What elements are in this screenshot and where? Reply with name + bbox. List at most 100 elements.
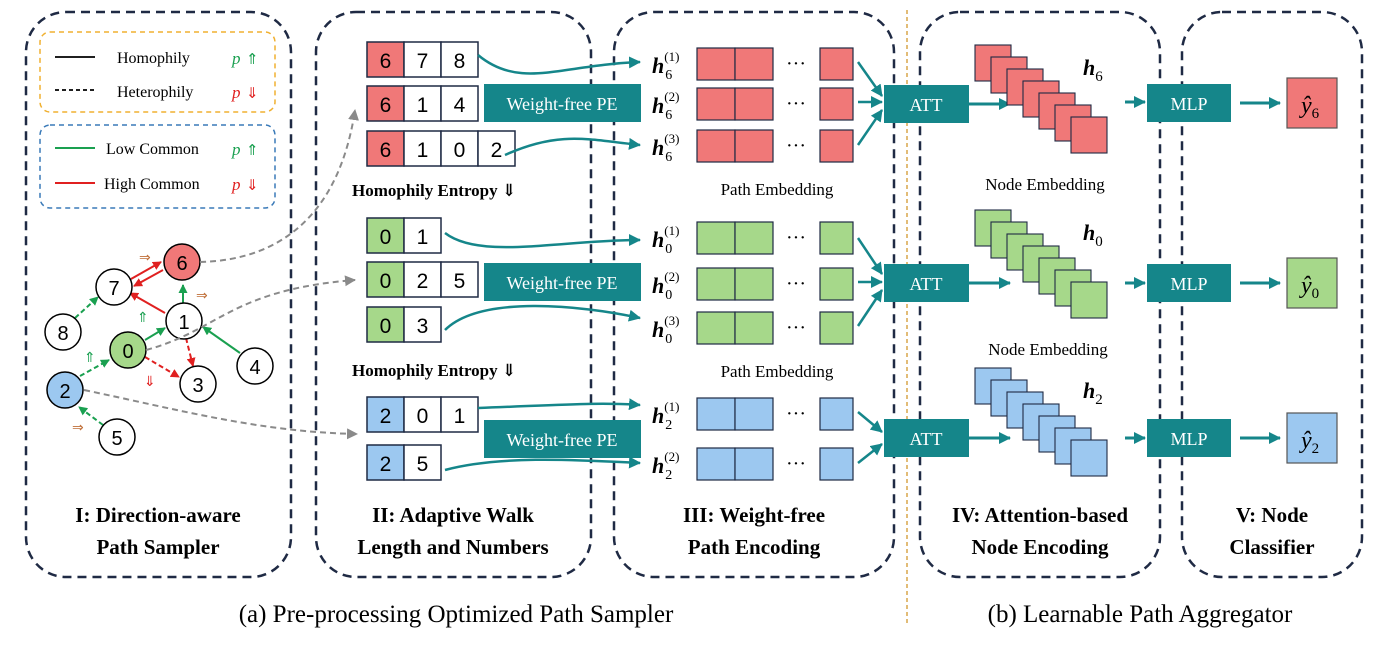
embedding-cell xyxy=(696,267,736,301)
path-cell-label: 2 xyxy=(380,453,392,476)
path-embedding-symbol: h0(2) xyxy=(652,269,679,303)
panel5-title-line2: Classifier xyxy=(1229,535,1314,559)
graph-node-2 xyxy=(46,371,84,409)
weight-free-pe-box-3 xyxy=(484,420,641,458)
path-cell-label: 0 xyxy=(380,270,392,293)
att-label-2: ATT xyxy=(910,274,943,294)
path-cell xyxy=(440,396,479,433)
path-cell-label: 1 xyxy=(417,94,429,117)
path-cell xyxy=(440,41,479,78)
ellipsis: ··· xyxy=(786,273,806,295)
graph-node-5-label: 5 xyxy=(111,428,122,450)
path-cell xyxy=(440,130,479,167)
output-label-6: ŷ6 xyxy=(1299,93,1320,122)
panel4-title-line2: Node Encoding xyxy=(971,535,1109,559)
embedding-cell xyxy=(696,311,736,345)
panel1-title-line2: Path Sampler xyxy=(96,535,219,559)
path-embedding-symbol: h0(1) xyxy=(652,223,679,257)
homophily-entropy-label-2: Homophily Entropy ⇓ xyxy=(352,361,516,380)
node-embedding-label-1: Node Embedding xyxy=(985,175,1105,194)
path-cell xyxy=(477,130,516,167)
att-box-2 xyxy=(884,264,969,302)
panel2-title-line1: II: Adaptive Walk xyxy=(372,503,534,527)
embedding-cell xyxy=(696,129,736,163)
red-down-mark-1: ⇓ xyxy=(144,373,156,389)
path-cell xyxy=(366,396,405,433)
teal-arrow-6-1 xyxy=(477,54,641,75)
graph-node-5 xyxy=(98,418,136,456)
panel3-title-line1: III: Weight-free xyxy=(683,503,825,527)
path-cell-label: 0 xyxy=(454,139,466,162)
teal-arrow-0-1 xyxy=(444,232,641,249)
path-cell xyxy=(366,85,405,122)
green-up-mark-2: ⇑ xyxy=(137,309,149,325)
path-cell xyxy=(403,444,442,481)
caption-a: (a) Pre-processing Optimized Path Sample… xyxy=(239,601,674,628)
panel2-title-line2: Length and Numbers xyxy=(357,535,548,559)
path-cell-label: 6 xyxy=(380,50,392,73)
embedding-cell xyxy=(819,447,854,481)
brown-arrow-mark-3: ⇒ xyxy=(72,419,84,435)
graph-node-1-label: 1 xyxy=(178,312,189,334)
path-cell-label: 3 xyxy=(417,315,429,338)
graph-node-8 xyxy=(44,313,82,351)
att-box-3 xyxy=(884,419,969,457)
teal-arrow-2-1 xyxy=(477,398,641,411)
path-cell xyxy=(403,261,442,298)
embedding-cell xyxy=(696,397,736,431)
embedding-cell xyxy=(734,87,774,121)
ellipsis: ··· xyxy=(786,53,806,75)
path-cell-label: 6 xyxy=(380,139,392,162)
embedding-cell xyxy=(734,129,774,163)
path-embedding-symbol: h6(1) xyxy=(652,49,679,83)
att-label-1: ATT xyxy=(910,95,943,115)
node-embedding-square xyxy=(1070,281,1108,319)
path-cell-label: 0 xyxy=(417,405,429,428)
node-embedding-label-2: Node Embedding xyxy=(988,340,1108,359)
node-embedding-square xyxy=(1070,116,1108,154)
embedding-cell xyxy=(734,447,774,481)
embedding-cell xyxy=(819,267,854,301)
edge-0-3-red xyxy=(144,356,180,378)
graph-node-0-label: 0 xyxy=(122,341,133,363)
gray-arrow-node0 xyxy=(145,275,356,351)
caption-b: (b) Learnable Path Aggregator xyxy=(988,601,1293,628)
mlp-box-3 xyxy=(1147,419,1231,457)
edge-1-3-red xyxy=(185,337,196,367)
embedding-rows: ···h6(1)···h6(2)···h6(3)···h0(1)···h0(2)… xyxy=(652,47,854,483)
graph-node-7-label: 7 xyxy=(108,278,119,300)
embedding-cell xyxy=(819,87,854,121)
path-cell-label: 1 xyxy=(417,226,429,249)
path-cell xyxy=(403,306,442,343)
legend-down-red-1: ⇓ xyxy=(246,85,259,102)
embedding-cell xyxy=(696,447,736,481)
teal-arrow-2-2 xyxy=(444,456,641,472)
embedding-cell xyxy=(734,311,774,345)
emb-to-att-0-3 xyxy=(856,289,884,327)
graph-node-3 xyxy=(179,365,217,403)
legend-low-common-label: Low Common xyxy=(106,141,199,158)
ellipsis: ··· xyxy=(786,227,806,249)
edge-7-6-red xyxy=(130,261,162,280)
edge-0-1-green xyxy=(144,327,166,341)
path-cell-label: 0 xyxy=(380,315,392,338)
output-box-0 xyxy=(1286,257,1338,309)
legend-p-red-2: p xyxy=(231,175,241,194)
graph-node-1 xyxy=(165,302,203,340)
ellipsis: ··· xyxy=(786,93,806,115)
output-label-2: ŷ2 xyxy=(1299,428,1319,457)
path-embedding-label-2: Path Embedding xyxy=(721,362,834,381)
mlp-box-1 xyxy=(1147,84,1231,122)
gray-arrow-node2 xyxy=(83,389,358,440)
path-embedding-symbol: h2(1) xyxy=(652,399,679,433)
embedding-cell xyxy=(696,47,736,81)
mlp-label-2: MLP xyxy=(1170,274,1207,294)
path-cell xyxy=(440,85,479,122)
graph-node-4-label: 4 xyxy=(249,357,260,379)
path-cell-label: 0 xyxy=(380,226,392,249)
output-box-6 xyxy=(1286,77,1338,129)
path-cell-label: 8 xyxy=(454,50,466,73)
brown-arrow-mark-1: ⇒ xyxy=(139,249,151,265)
weight-free-pe-label-1: Weight-free PE xyxy=(506,94,617,114)
